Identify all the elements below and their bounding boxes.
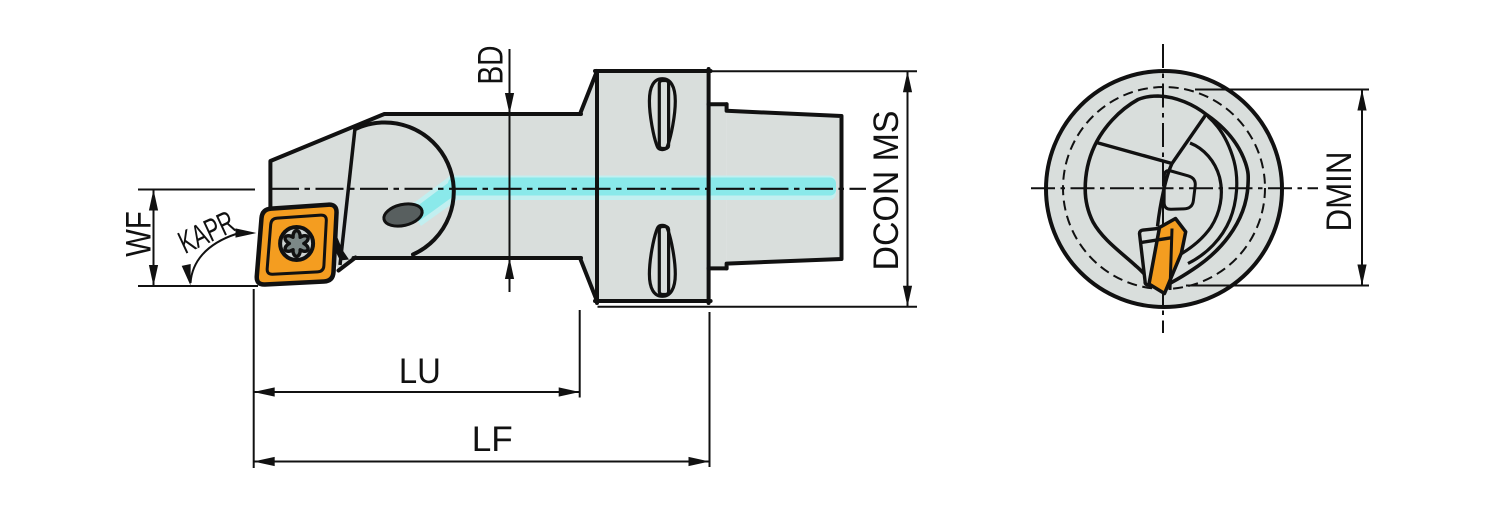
svg-text:LU: LU xyxy=(399,351,441,391)
svg-text:WF: WF xyxy=(119,211,159,257)
svg-text:LF: LF xyxy=(472,419,513,459)
svg-text:KAPR: KAPR xyxy=(173,203,241,260)
svg-text:BD: BD xyxy=(470,46,510,85)
svg-text:DMIN: DMIN xyxy=(1319,152,1359,232)
svg-text:DCON MS: DCON MS xyxy=(866,111,906,271)
